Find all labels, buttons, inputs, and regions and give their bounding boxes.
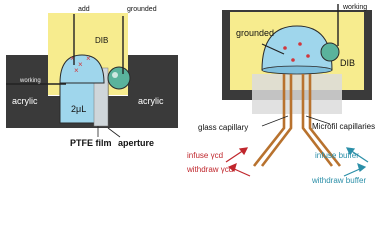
grounded-electrode-right — [261, 43, 285, 55]
label-volume: 2μL — [71, 104, 86, 114]
particle-icon: × — [78, 60, 83, 69]
label-dib-left: DIB — [95, 36, 108, 45]
left-aqueous-droplet — [59, 54, 105, 84]
dib-setup-diagram: × × × × add grounded DIB working acrylic… — [6, 4, 375, 184]
capillaries — [252, 74, 342, 167]
red-arrows — [225, 147, 251, 177]
label-add: add — [78, 6, 90, 13]
label-acrylic-right: acrylic — [138, 96, 164, 106]
particle-icon — [306, 54, 310, 58]
arrowhead-icon — [345, 147, 356, 156]
glass-capillary-pointer — [261, 115, 289, 127]
particle-icon — [283, 46, 287, 50]
particle-icon: × — [70, 54, 75, 63]
capillary-tube — [308, 74, 342, 167]
arrowhead-icon — [357, 162, 367, 173]
right-droplet-base — [261, 65, 333, 75]
right-panel: working grounded DIB glass capillary Mic… — [186, 4, 375, 184]
aperture-pointer — [107, 127, 121, 138]
arrowhead-icon — [227, 162, 237, 173]
label-ptfe-film: PTFE film — [70, 138, 112, 148]
label-infuse-buffer: infuse buffer — [315, 151, 359, 160]
label-withdraw-buffer: withdraw buffer — [311, 176, 366, 184]
right-working-droplet — [320, 42, 340, 62]
label-grounded-left: grounded — [127, 6, 157, 13]
label-glass-capillary: glass capillary — [198, 123, 248, 132]
arrowhead-icon — [238, 147, 249, 156]
left-panel: × × × × add grounded DIB working acrylic… — [6, 6, 178, 148]
label-microfil-capillaries: Microfil capillaries — [312, 122, 375, 131]
label-acrylic-left: acrylic — [12, 96, 38, 106]
label-working-right: working — [342, 4, 367, 11]
capillary-tube — [301, 74, 334, 167]
particle-icon: × — [74, 66, 79, 75]
teal-arrows — [343, 147, 369, 177]
label-grounded-right: grounded — [236, 28, 274, 38]
particle-icon: × — [86, 54, 91, 63]
capillary-tube — [260, 74, 293, 167]
label-infuse-cd: infuse γcd — [187, 151, 223, 160]
label-withdraw-cd: withdraw γcd — [186, 165, 233, 174]
label-dib-right: DIB — [340, 58, 355, 68]
particle-icon — [298, 42, 302, 46]
capillary-tube — [252, 74, 286, 167]
microfil-pointer — [305, 115, 331, 125]
left-grounded-droplet — [107, 66, 131, 90]
label-aperture: aperture — [118, 138, 154, 148]
infuse-cd-arrow — [225, 149, 245, 163]
infuse-buffer-arrow — [349, 149, 369, 163]
left-grounded-droplet-highlight — [112, 72, 118, 78]
label-working-left: working — [19, 78, 41, 84]
particle-icon — [291, 58, 295, 62]
right-glass-base — [252, 74, 342, 114]
